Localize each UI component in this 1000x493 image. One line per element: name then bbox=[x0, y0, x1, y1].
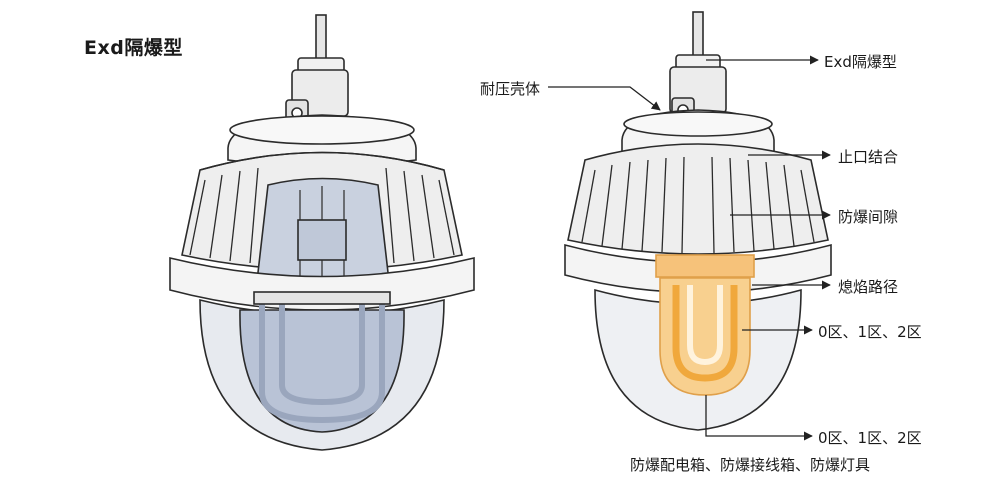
label-zone-2: 0区、1区、2区 bbox=[818, 429, 922, 447]
label-joint: 止口结合 bbox=[838, 148, 899, 166]
label-flame-path: 熄焰路径 bbox=[838, 278, 899, 296]
label-shell: 耐压壳体 bbox=[480, 80, 541, 98]
label-devices: 防爆配电箱、防爆接线箱、防爆灯具 bbox=[630, 456, 871, 474]
leader-shell bbox=[548, 86, 661, 111]
left-lamp bbox=[169, 14, 475, 451]
label-exd: Exd隔爆型 bbox=[824, 53, 897, 71]
right-lamp bbox=[564, 11, 832, 431]
diagram-title: Exd隔爆型 bbox=[84, 37, 183, 59]
leader-zone-2 bbox=[705, 395, 813, 441]
leader-lines bbox=[548, 55, 831, 441]
label-gap: 防爆间隙 bbox=[838, 208, 899, 226]
label-zone-1: 0区、1区、2区 bbox=[818, 323, 922, 341]
